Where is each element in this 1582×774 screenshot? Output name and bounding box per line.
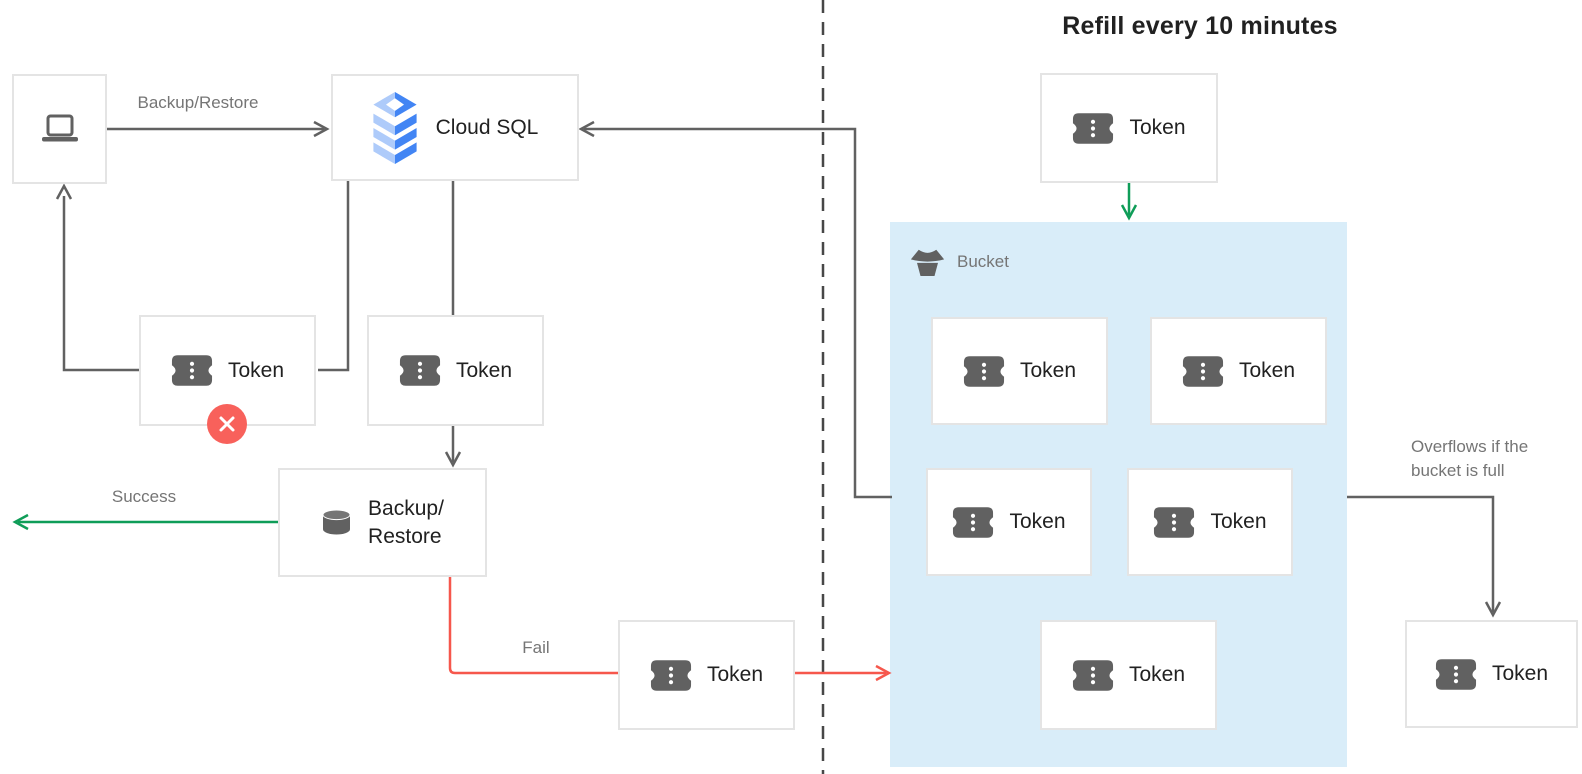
refill-title: Refill every 10 minutes	[1062, 12, 1338, 40]
line-cloudsql-to-failed-token	[318, 181, 350, 372]
edge-label-fail: Fail	[522, 638, 550, 657]
ticket-token-icon	[1182, 355, 1224, 387]
backup-restore-node: Backup/ Restore	[278, 468, 487, 577]
token-node-refill: Token	[1040, 73, 1218, 183]
token-label: Token	[1129, 116, 1186, 139]
arrow-token-to-backup	[444, 426, 462, 468]
token-node-request: Token	[367, 315, 544, 426]
overflow-note: Overflows if the bucket is full	[1411, 435, 1528, 483]
arrow-backup-restore-request	[107, 120, 330, 138]
backup-restore-label: Backup/ Restore	[368, 495, 444, 550]
token-node-overflow: Token	[1405, 620, 1578, 728]
ticket-token-icon	[1435, 658, 1477, 690]
bucket-token-2: Token	[1150, 317, 1327, 425]
cloud-sql-label: Cloud SQL	[435, 115, 539, 139]
cloud-sql-node: Cloud SQL	[331, 74, 579, 181]
ticket-token-icon	[1154, 506, 1195, 538]
bucket-header: Bucket	[910, 247, 1009, 277]
token-label: Token	[1491, 662, 1549, 685]
backup-restore-label-line1: Backup/	[368, 496, 444, 520]
error-x-icon	[219, 416, 235, 432]
overflow-note-line1: Overflows if the	[1411, 437, 1529, 456]
ticket-token-icon	[171, 355, 213, 386]
arrow-fail	[448, 577, 892, 682]
bucket-token-4: Token	[1127, 468, 1293, 576]
bucket-token-3: Token	[926, 468, 1092, 576]
ticket-token-icon	[650, 659, 692, 691]
database-cylinder-icon	[322, 509, 351, 535]
ticket-token-icon	[399, 355, 441, 386]
bucket-token-1: Token	[931, 317, 1108, 425]
edge-label-success: Success	[111, 487, 177, 506]
bucket-label: Bucket	[957, 252, 1009, 271]
token-label: Token	[1019, 359, 1077, 382]
laptop-icon	[41, 114, 78, 142]
ticket-token-icon	[953, 506, 994, 538]
token-label: Token	[1238, 359, 1296, 382]
arrow-token-to-laptop	[55, 183, 139, 372]
ticket-token-icon	[963, 355, 1005, 387]
bucket-icon	[910, 249, 945, 276]
backup-restore-label-line2: Restore	[368, 524, 442, 548]
token-label: Token	[227, 358, 285, 382]
arrow-refill	[1120, 183, 1138, 221]
client-laptop-node	[12, 74, 107, 184]
edge-label-backup-restore: Backup/Restore	[137, 93, 259, 112]
overflow-note-line2: bucket is full	[1411, 461, 1505, 480]
token-label: Token	[1210, 510, 1267, 533]
token-node-returned-fail: Token	[618, 620, 795, 730]
token-label: Token	[706, 663, 764, 686]
ticket-token-icon	[1072, 659, 1114, 691]
error-badge	[207, 404, 247, 444]
token-label: Token	[1009, 510, 1066, 533]
token-label: Token	[1128, 663, 1186, 686]
token-label: Token	[455, 358, 513, 382]
bucket-token-5: Token	[1040, 620, 1217, 730]
cloud-sql-database-icon	[373, 91, 417, 164]
ticket-token-icon	[1073, 112, 1114, 144]
arrow-success	[12, 513, 278, 531]
arrow-overflow	[1347, 495, 1502, 618]
arrow-bucket-to-cloudsql	[578, 120, 892, 499]
